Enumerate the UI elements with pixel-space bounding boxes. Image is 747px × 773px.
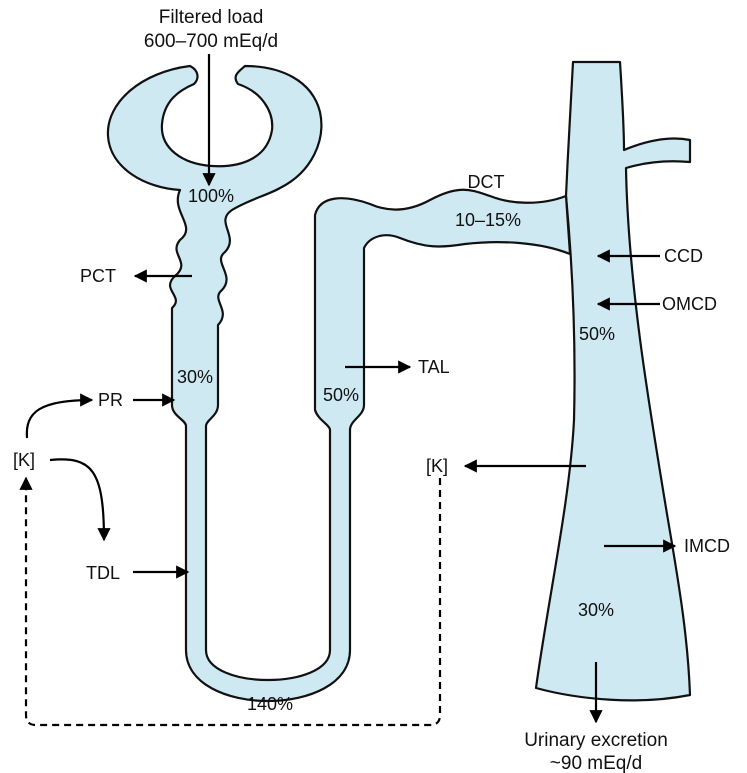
pr-label: PR (98, 390, 123, 410)
pct-tal: 50% (323, 385, 359, 405)
pct-label: PCT (80, 266, 116, 286)
pct-imcd: 30% (578, 600, 614, 620)
imcd-label: IMCD (684, 536, 730, 556)
pct-dct: 10–15% (455, 210, 521, 230)
tdl-label: TDL (86, 563, 120, 583)
pct-loop-bend: 140% (247, 694, 293, 714)
k-right-label: [K] (426, 456, 448, 476)
omcd-label: OMCD (662, 294, 717, 314)
filtered-load-title: Filtered load (159, 7, 264, 28)
k-to-tdl-arrow (50, 459, 104, 540)
filtered-load-amount: 600–700 mEq/d (144, 31, 278, 52)
k-left-label: [K] (13, 450, 35, 470)
ccd-label: CCD (664, 246, 703, 266)
pct-omcd: 50% (579, 324, 615, 344)
pct-glomerulus: 100% (188, 186, 234, 206)
tal-label: TAL (418, 357, 450, 377)
urinary-excretion-amount: ~90 mEq/d (550, 753, 642, 773)
pct-proximal: 30% (177, 367, 213, 387)
urinary-excretion-title: Urinary excretion (524, 730, 668, 751)
k-to-pr-arrow (27, 400, 92, 438)
dct-label: DCT (468, 172, 505, 192)
